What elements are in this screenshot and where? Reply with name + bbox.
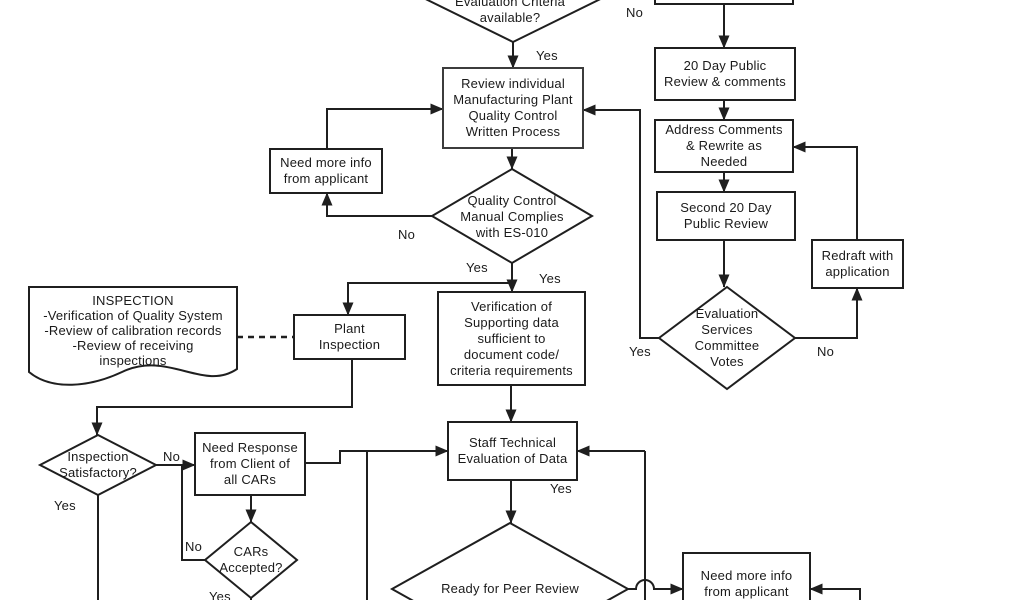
connector-needinfo-to-review	[326, 103, 444, 149]
diamond-cars-accepted	[203, 520, 299, 600]
edge-label-criteria-no: No	[626, 5, 644, 20]
edge-label-inspection-yes: Yes	[54, 498, 76, 513]
connector-committee-no-to-redraft	[795, 287, 863, 339]
edge-label-cars-yes: Yes	[209, 589, 231, 600]
label-staff-technical-evaluation: Staff Technical Evaluation of Data	[457, 435, 568, 466]
label-committee-votes: Evaluation Services Committee Votes	[694, 306, 760, 369]
document-inspection-notes	[28, 286, 238, 386]
box-verification-supporting-data	[437, 291, 586, 386]
label-qc-manual-complies: Quality Control Manual Complies with ES-…	[460, 193, 564, 240]
edge-label-committee-yes: Yes	[629, 344, 651, 359]
edge-label-committee-no: No	[817, 344, 835, 359]
box-need-more-info-bottom	[682, 552, 811, 600]
label-review-individual-plant: Review individual Manufacturing Plant Qu…	[453, 76, 573, 139]
diamond-qc-manual-complies	[430, 167, 594, 265]
label-ready-for-peer-review: Ready for Peer Review	[441, 581, 579, 596]
connector-committee-yes-to-review	[582, 104, 659, 339]
connector-needresponse-to-staff	[305, 445, 449, 464]
box-need-more-info-top	[269, 148, 383, 194]
connector-peer-to-needinfo-hop	[628, 579, 684, 595]
edge-label-qc-yes-left: Yes	[466, 260, 488, 275]
edge-label-cars-no: No	[185, 539, 203, 554]
diamond-inspection-satisfactory	[37, 433, 159, 497]
connector-redraft-to-address	[792, 141, 858, 240]
label-need-response-cars: Need Response from Client of all CARs	[202, 440, 298, 487]
edge-label-qc-yes-down: Yes	[539, 271, 561, 286]
box-staff-technical-evaluation	[447, 421, 578, 481]
box-redraft-with-application	[811, 239, 904, 289]
connector-qc-yes-to-plant	[342, 282, 512, 316]
edge-label-inspection-no: No	[163, 449, 181, 464]
label-inspection-document: INSPECTION -Verification of Quality Syst…	[43, 292, 223, 368]
connector-qc-no-to-needinfo	[321, 192, 432, 217]
diamond-ready-for-peer-review	[389, 521, 631, 600]
edge-label-staff-yes: Yes	[550, 481, 572, 496]
label-need-more-info-top: Need more info from applicant	[280, 155, 372, 186]
box-address-comments	[654, 119, 794, 173]
diamond-committee-votes	[657, 285, 797, 391]
label-inspection-satisfactory: Inspection Satisfactory?	[59, 449, 137, 480]
connector-cars-no-loop	[181, 465, 205, 561]
label-second-20day-review: Second 20 Day Public Review	[680, 200, 772, 231]
edge-label-qc-no: No	[398, 227, 416, 242]
box-20day-public-review	[654, 47, 796, 101]
label-verification-supporting-data: Verification of Supporting data sufficie…	[450, 298, 573, 378]
box-review-individual-plant	[442, 67, 584, 149]
label-20day-public-review: 20 Day Public Review & comments	[664, 58, 786, 89]
label-need-more-info-bottom: Need more info from applicant	[700, 568, 793, 599]
connector-plant-to-inspection	[91, 359, 353, 436]
label-cars-accepted: CARs Accepted?	[219, 544, 283, 575]
box-top-cutoff	[654, 0, 794, 5]
label-plant-inspection: Plant Inspection	[318, 321, 381, 352]
label-redraft-with-application: Redraft with application	[821, 248, 894, 279]
label-address-comments: Address Comments & Rewrite as Needed	[665, 122, 783, 169]
box-plant-inspection	[293, 314, 406, 360]
diamond-evaluation-criteria	[425, 0, 601, 44]
edge-label-criteria-yes: Yes	[536, 48, 558, 63]
box-need-response-cars	[194, 432, 306, 496]
connector-bottomright-into-needinfo	[809, 583, 861, 600]
label-evaluation-criteria: Evaluation Criteria available?	[454, 0, 565, 25]
box-second-20day-review	[656, 191, 796, 241]
